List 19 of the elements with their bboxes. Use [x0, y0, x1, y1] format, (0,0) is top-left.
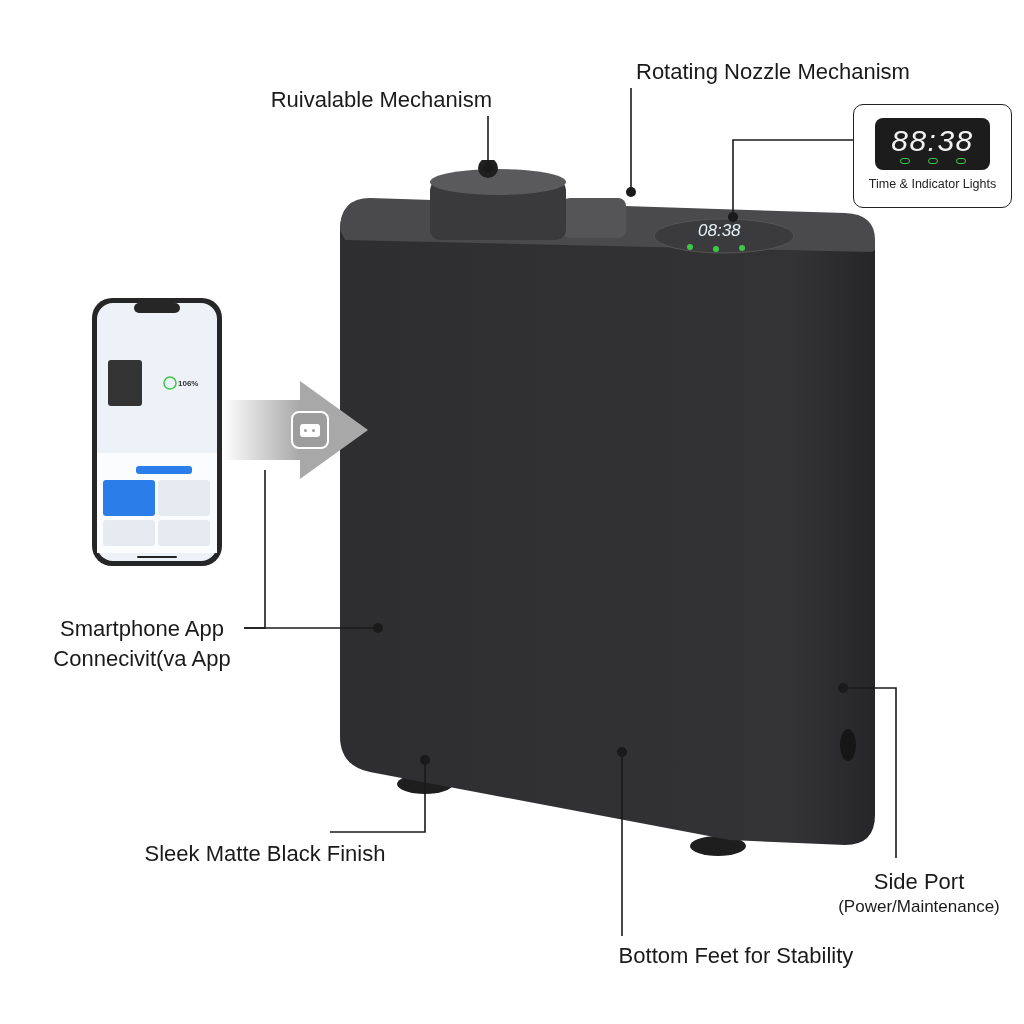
leader-line [329, 755, 430, 833]
leader-line [728, 139, 854, 222]
callout-label: Sleek Matte Black Finish [143, 840, 387, 868]
leader-line [838, 683, 897, 859]
callout-card [853, 104, 1012, 208]
leader-line [243, 469, 266, 629]
callout-label: Bottom Feet for Stability [617, 942, 855, 970]
display-readout: 08:38 [698, 222, 741, 240]
callout-label: Side Port [872, 868, 966, 896]
callout-caption: Time & Indicator Lights [868, 176, 997, 193]
callout-label: Rotating Nozzle Mechanism [635, 58, 911, 86]
callout-sublabel: (Power/Maintenance) [837, 896, 1001, 918]
leader-line [617, 747, 627, 937]
leader-line [626, 87, 636, 197]
leader-line [483, 115, 493, 173]
time-readout: 88:38 [891, 124, 974, 157]
percentage-readout: 106% [178, 378, 199, 390]
callout-label: Ruivalable Mechanism [269, 86, 492, 114]
callout-label: Smartphone App Connecivit(va App [52, 615, 232, 673]
